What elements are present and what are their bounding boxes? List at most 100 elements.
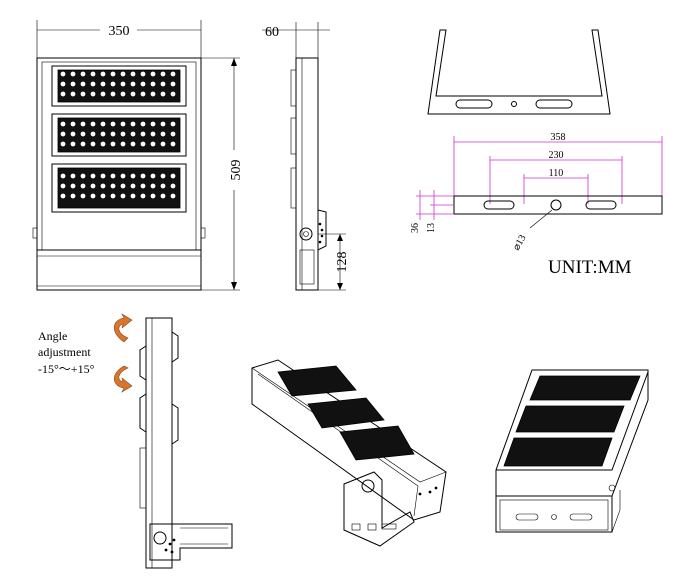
led-dot [70, 81, 76, 87]
led-dot [70, 71, 76, 77]
led-dot [100, 193, 106, 199]
led-dot [170, 81, 176, 87]
led-dot [160, 81, 166, 87]
led-dot [110, 91, 116, 97]
angle-note-line2: adjustment [38, 345, 91, 359]
led-dot [90, 141, 96, 147]
tilted-led-module-2 [307, 397, 385, 429]
led-dot [80, 141, 86, 147]
bracket-height-dimension: 36 [410, 223, 421, 233]
led-dot [140, 131, 146, 137]
led-dot [120, 183, 126, 189]
led-dot [80, 183, 86, 189]
led-dot [160, 173, 166, 179]
led-dot [130, 121, 136, 127]
pivot-knob-icon [299, 227, 313, 241]
led-dot [130, 81, 136, 87]
led-dot [130, 131, 136, 137]
led-dot [160, 121, 166, 127]
led-dot [80, 81, 86, 87]
led-dot [90, 121, 96, 127]
bracket-overall-dimension: 358 [551, 132, 566, 143]
led-dot [100, 81, 106, 87]
led-dot [100, 183, 106, 189]
led-module-middle [51, 113, 187, 157]
bracket-dimension-view: 358 230 110 36 13 ⌀13 [410, 132, 663, 252]
side-view: 60 128 [262, 22, 350, 291]
led-dot [170, 193, 176, 199]
led-dot [110, 141, 116, 147]
side-housing [295, 57, 319, 291]
led-dot [130, 71, 136, 77]
led-dot [110, 183, 116, 189]
led-dot [160, 183, 166, 189]
led-dot [80, 173, 86, 179]
led-dot [140, 193, 146, 199]
tilted-led-module-1 [277, 365, 357, 397]
angle-adjustment-view: Angle adjustment -15°～+15° [38, 313, 233, 569]
bracket-slot-inner-dimension: 110 [549, 168, 564, 179]
led-dot [70, 131, 76, 137]
led-dot [100, 71, 106, 77]
led-dot [60, 71, 66, 77]
led-dot [100, 141, 106, 147]
led-dot [130, 193, 136, 199]
led-dot [170, 183, 176, 189]
unit-label: UNIT:MM [548, 257, 632, 278]
led-dot [120, 121, 126, 127]
led-module-bottom [51, 163, 187, 213]
led-dot [90, 71, 96, 77]
led-dot [70, 121, 76, 127]
led-dot [130, 141, 136, 147]
led-dot [110, 173, 116, 179]
led-dots [60, 71, 176, 199]
led-dot [140, 71, 146, 77]
led-dot [110, 71, 116, 77]
led-dot [110, 131, 116, 137]
led-dot [140, 173, 146, 179]
led-dot [100, 131, 106, 137]
led-dot [170, 173, 176, 179]
angle-housing [145, 317, 173, 569]
led-dot [70, 141, 76, 147]
angle-pivot-knob-icon [153, 531, 167, 545]
led-dot [140, 183, 146, 189]
led-dot [100, 121, 106, 127]
led-dot [120, 173, 126, 179]
front-iso-led-module-2 [515, 405, 625, 433]
led-dot [170, 131, 176, 137]
led-dot [120, 131, 126, 137]
led-dot [170, 71, 176, 77]
front-iso-led-module-1 [529, 375, 641, 401]
led-dot [80, 193, 86, 199]
led-dot [90, 183, 96, 189]
led-dot [170, 91, 176, 97]
front-view: 350 509 [32, 20, 244, 291]
led-dot [70, 193, 76, 199]
led-dot [150, 193, 156, 199]
led-dot [130, 91, 136, 97]
led-dot [150, 71, 156, 77]
led-dot [100, 173, 106, 179]
front-housing [36, 57, 202, 291]
bracket-hole-icon [550, 199, 562, 211]
led-dot [150, 121, 156, 127]
led-dot [70, 91, 76, 97]
led-dot [170, 141, 176, 147]
led-dot [150, 81, 156, 87]
led-dot [60, 121, 66, 127]
led-dot [80, 71, 86, 77]
side-pivot-dimension: 128 [335, 252, 350, 273]
bracket-plate [453, 195, 663, 215]
bracket-slot-outer-dimension: 230 [549, 150, 564, 161]
led-dot [120, 71, 126, 77]
front-height-dimension: 509 [229, 160, 244, 181]
led-dot [150, 131, 156, 137]
led-dot [100, 91, 106, 97]
led-dot [140, 81, 146, 87]
led-dot [110, 193, 116, 199]
led-dot [130, 183, 136, 189]
led-dot [140, 121, 146, 127]
led-dot [110, 81, 116, 87]
